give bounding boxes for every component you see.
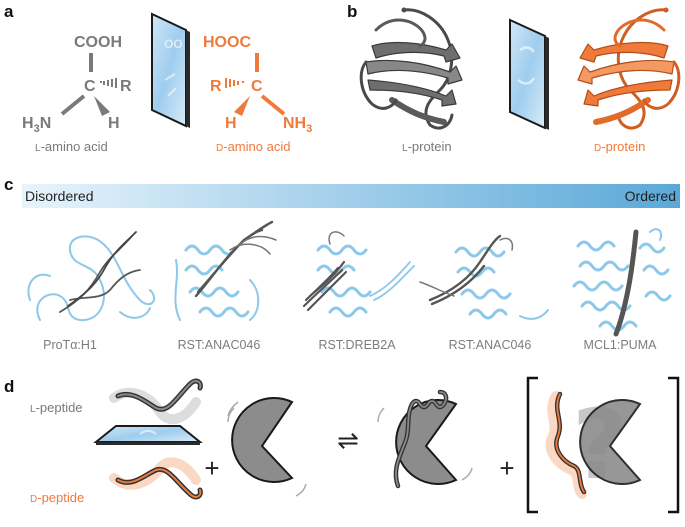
gradient-label-left: Disordered <box>25 188 93 204</box>
gradient-label-right: Ordered <box>625 188 676 204</box>
plus-sign-2: + <box>499 453 514 483</box>
d-hooc-label: HOOC <box>203 34 251 51</box>
bound-complex <box>377 389 473 489</box>
d-peptide-caption: D-peptide <box>30 490 84 505</box>
structure-label-5: MCL1:PUMA <box>584 338 658 352</box>
receptor-protein-1 <box>227 397 307 497</box>
l-dashed-bond <box>100 78 117 88</box>
structure-mcl1-puma <box>572 228 672 337</box>
structure-rst-anac046-2 <box>419 234 549 320</box>
d-nh3-label: NH3 <box>283 115 312 135</box>
structure-protalpha-h1 <box>27 231 156 322</box>
d-c-label: C <box>251 78 263 95</box>
receptor-protein-2 <box>579 399 642 485</box>
d-amino-acid-caption: D-amino acid <box>216 139 290 154</box>
l-amino-acid: COOH C R H3N H L-amino acid <box>22 34 132 154</box>
d-peptide-illustration <box>109 457 203 500</box>
l-peptide-illustration <box>109 378 203 425</box>
l-bond-n <box>60 94 86 116</box>
d-r-label: R <box>210 78 222 95</box>
l-r-label: R <box>120 78 132 95</box>
mirror-d <box>93 425 203 445</box>
d-amino-acid: HOOC R C H NH3 D-amino acid <box>203 34 312 154</box>
panel-a-letter: a <box>4 2 14 21</box>
structure-label-2: RST:ANAC046 <box>178 338 261 352</box>
l-wedge-bond <box>94 96 110 116</box>
structure-label-4: RST:ANAC046 <box>449 338 532 352</box>
l-protein-structure <box>359 7 463 130</box>
d-wedge-bond <box>234 96 250 116</box>
mirror-a: OO <box>151 12 190 128</box>
d-protein-caption: D-protein <box>594 139 645 154</box>
l-h3n-label: H3N <box>22 115 51 135</box>
l-c-label: C <box>84 78 96 95</box>
d-peptide-hypothetical <box>555 393 585 493</box>
structure-label-3: RST:DREB2A <box>318 338 396 352</box>
structure-label-1: ProTα:H1 <box>43 338 97 352</box>
l-protein-caption: L-protein <box>402 139 452 154</box>
panel-c: c Disordered Ordered ProTα:H1 RST:ANAC04… <box>4 175 680 352</box>
svg-text:OO: OO <box>164 37 183 51</box>
l-peptide-caption: L-peptide <box>30 400 83 415</box>
mirror-b <box>509 18 549 130</box>
d-h-label: H <box>225 115 237 132</box>
panel-d-letter: d <box>4 377 14 396</box>
disorder-order-gradient-bar <box>22 184 680 208</box>
bracketed-hypothesis: ? <box>526 376 680 514</box>
equilibrium-arrows: ⇌ <box>337 425 359 455</box>
d-protein-structure <box>577 7 681 130</box>
d-bond-n <box>260 94 286 116</box>
panel-d: d L-peptide D-peptide + ⇌ <box>4 376 680 514</box>
l-amino-acid-caption: L-amino acid <box>35 139 108 154</box>
l-cooh-label: COOH <box>74 34 122 51</box>
plus-sign-1: + <box>204 453 219 483</box>
panel-b-letter: b <box>347 2 357 21</box>
l-h-label: H <box>108 115 120 132</box>
structure-rst-anac046-1 <box>174 220 277 321</box>
d-dashed-bond <box>225 78 244 88</box>
structure-rst-dreb2a <box>302 231 415 318</box>
panel-b: b L-protein <box>347 2 681 154</box>
panel-c-letter: c <box>4 175 13 194</box>
panel-a: a COOH C R H3N H L-amino acid OO <box>4 2 312 154</box>
